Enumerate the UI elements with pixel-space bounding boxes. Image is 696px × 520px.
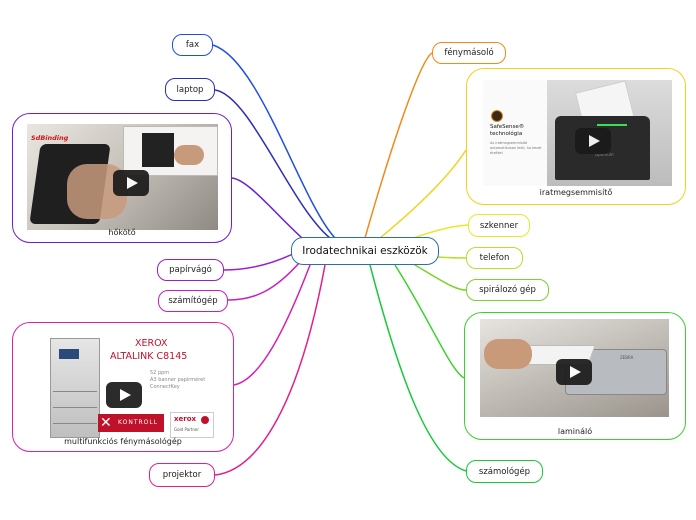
link-spiralozo xyxy=(409,261,467,291)
safesense-desc: Az iratmegsemmisítő automatikusan leáll,… xyxy=(490,141,542,155)
laminalo-hand xyxy=(484,339,532,369)
node-fax-label: fax xyxy=(185,40,200,50)
node-multifunkcios-label: multifunkciós fénymásológép xyxy=(64,437,182,446)
xerox-partner-text: xerox xyxy=(174,415,197,423)
link-hokoto xyxy=(231,177,311,246)
safesense-brand-line2: technológia xyxy=(490,131,523,137)
node-telefon[interactable]: telefon xyxy=(466,247,523,269)
node-laminalo[interactable]: ZEBRA lamináló xyxy=(464,312,686,440)
node-projektor[interactable]: projektor xyxy=(149,463,215,487)
node-iratmegsemmisito-label: iratmegsemmisítő xyxy=(539,188,613,197)
gold-partner-text: Gold Partner xyxy=(174,427,200,432)
link-fenymasolo xyxy=(364,52,433,239)
node-laptop[interactable]: laptop xyxy=(165,78,215,101)
xerox-title2: ALTALINK C8145 xyxy=(110,351,188,362)
node-szkenner-label: szkenner xyxy=(479,220,519,231)
link-papirvago xyxy=(223,252,296,271)
xerox-partner-badge: xerox Gold Partner xyxy=(170,412,214,438)
node-hokoto[interactable]: SdBinding hőkötő xyxy=(12,113,232,243)
node-szamitogep[interactable]: számítógép xyxy=(158,290,228,312)
xerox-printer-panel xyxy=(59,349,79,359)
xerox-printer-shape xyxy=(50,338,100,438)
hokoto-logo: SdBinding xyxy=(31,134,69,142)
iratmegsemmisito-video-thumbnail[interactable]: SafeSense® technológia Az iratmegsemmisí… xyxy=(483,80,672,186)
xerox-printer-tray3 xyxy=(53,423,97,424)
multifunkcios-video-thumbnail[interactable]: XEROX ALTALINK C8145 52 ppm A3 banner pa… xyxy=(30,334,219,440)
central-topic[interactable]: Irodatechnikai eszközök xyxy=(291,237,439,265)
xerox-title1: XEROX xyxy=(135,338,168,349)
play-icon[interactable] xyxy=(556,359,592,385)
safesense-icon xyxy=(491,110,503,122)
link-szamologep xyxy=(369,264,467,472)
node-multifunkcios[interactable]: XEROX ALTALINK C8145 52 ppm A3 banner pa… xyxy=(12,322,234,452)
link-laptop xyxy=(214,89,331,239)
node-hokoto-label: hőkötő xyxy=(108,228,136,237)
node-projektor-label: projektor xyxy=(162,470,202,480)
shredder-label: Optimum xyxy=(595,152,614,157)
link-szamitogep xyxy=(227,261,301,301)
node-fenymasolo[interactable]: fénymásoló xyxy=(432,42,506,64)
central-topic-label: Irodatechnikai eszközök xyxy=(302,245,428,257)
node-laptop-label: laptop xyxy=(176,84,204,95)
link-laminalo xyxy=(394,264,465,379)
hokoto-inset-book xyxy=(142,133,174,167)
play-icon[interactable] xyxy=(575,128,611,154)
link-iratmegsemmisito xyxy=(379,149,467,239)
kontroll-text: KONTROLL xyxy=(118,419,159,426)
xerox-printer-tray2 xyxy=(53,407,97,408)
xerox-spec2: A3 banner papírméret xyxy=(150,377,206,383)
hokoto-video-thumbnail[interactable]: SdBinding xyxy=(27,124,218,230)
safesense-brand-line1: SafeSense® xyxy=(490,124,525,130)
node-fax[interactable]: fax xyxy=(172,34,213,56)
node-papirvago[interactable]: papírvágó xyxy=(157,259,224,281)
hokoto-inset xyxy=(123,126,218,176)
laminalo-video-thumbnail[interactable]: ZEBRA xyxy=(480,319,669,417)
link-multifunkcios xyxy=(233,264,311,386)
link-projektor xyxy=(214,264,326,476)
node-szamitogep-label: számítógép xyxy=(168,296,218,306)
kontroll-logo: ✕ KONTROLL xyxy=(98,414,164,432)
node-szkenner[interactable]: szkenner xyxy=(468,214,530,237)
node-telefon-label: telefon xyxy=(479,253,510,263)
node-fenymasolo-label: fénymásoló xyxy=(444,48,494,58)
xerox-printer-tray1 xyxy=(53,391,97,392)
xerox-partner-icon xyxy=(201,416,209,424)
xerox-spec1: 52 ppm xyxy=(150,370,170,376)
xerox-spec3: ConnectKey xyxy=(150,384,180,390)
shredder-led xyxy=(597,124,627,126)
node-szamologep-label: számológép xyxy=(478,466,531,477)
play-icon[interactable] xyxy=(106,382,142,408)
laminalo-machine-label: ZEBRA xyxy=(620,355,634,360)
node-papirvago-label: papírvágó xyxy=(169,265,212,275)
node-spiralozo-label: spirálozó gép xyxy=(479,285,536,295)
node-spiralozo[interactable]: spirálozó gép xyxy=(466,279,549,301)
node-iratmegsemmisito[interactable]: SafeSense® technológia Az iratmegsemmisí… xyxy=(466,68,686,205)
node-laminalo-label: lamináló xyxy=(557,427,593,436)
kontroll-x-icon: ✕ xyxy=(100,415,112,431)
hokoto-inset-hand xyxy=(174,145,204,165)
link-fax xyxy=(212,44,336,239)
play-icon[interactable] xyxy=(113,170,149,196)
node-szamologep[interactable]: számológép xyxy=(466,460,543,483)
